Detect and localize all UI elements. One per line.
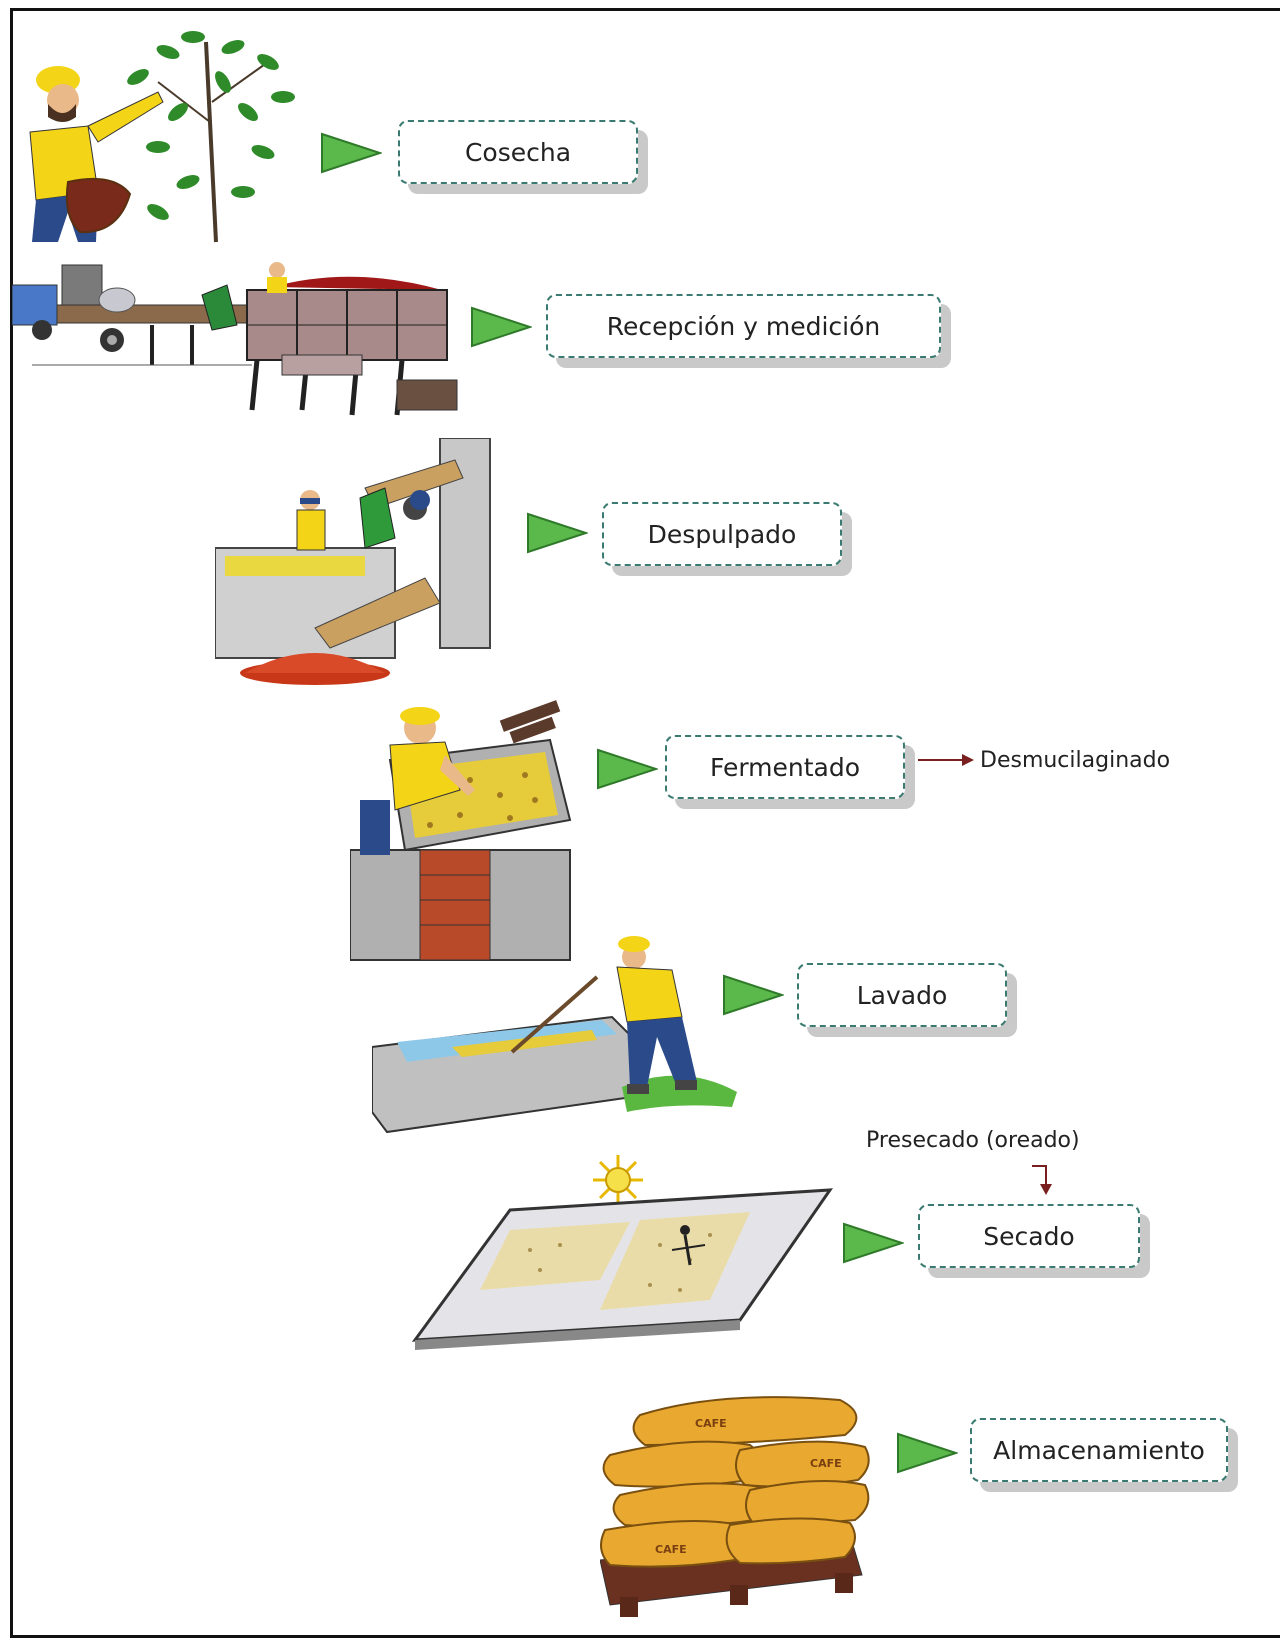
step-label: Almacenamiento	[970, 1418, 1228, 1482]
step-recepcion: Recepción y medición	[546, 294, 951, 368]
step-despulpado: Despulpado	[602, 502, 852, 576]
diagram-frame	[10, 8, 1280, 1638]
step-cosecha: Cosecha	[398, 120, 648, 194]
fermentation-tank-illustration	[350, 700, 572, 961]
arrow-right-icon	[321, 132, 382, 174]
arrow-right-icon	[527, 512, 588, 554]
step-label: Despulpado	[602, 502, 842, 566]
sack-label: CAFE	[695, 1417, 727, 1430]
sack-label: CAFE	[655, 1543, 687, 1556]
coffee-sacks-illustration: CAFE CAFE CAFE	[600, 1396, 870, 1617]
step-label: Lavado	[797, 963, 1007, 1027]
sack-label: CAFE	[810, 1457, 842, 1470]
arrow-right-icon	[918, 754, 974, 766]
step-label: Secado	[918, 1204, 1140, 1268]
step-label: Fermentado	[665, 735, 905, 799]
step-lavado: Lavado	[797, 963, 1017, 1037]
depulping-machine-illustration	[215, 438, 491, 685]
arrow-right-icon	[897, 1432, 958, 1474]
side-note-desmucilaginado: Desmucilaginado	[980, 748, 1171, 773]
side-note-presecado: Presecado (oreado)	[866, 1128, 1080, 1153]
arrow-right-icon	[597, 748, 658, 790]
step-fermentado: Fermentado	[665, 735, 915, 809]
step-secado: Secado	[918, 1204, 1150, 1278]
drying-patio-illustration	[411, 1155, 833, 1350]
arrow-down-icon	[1032, 1165, 1052, 1195]
step-almacenamiento: Almacenamiento	[970, 1418, 1238, 1492]
harvest-illustration	[29, 31, 295, 243]
step-label: Cosecha	[398, 120, 638, 184]
step-label: Recepción y medición	[546, 294, 941, 358]
arrow-right-icon	[843, 1222, 904, 1264]
washing-channel-illustration	[372, 936, 737, 1134]
arrow-right-icon	[471, 306, 532, 348]
arrow-right-icon	[723, 974, 784, 1016]
truck-reception-illustration	[12, 262, 458, 416]
